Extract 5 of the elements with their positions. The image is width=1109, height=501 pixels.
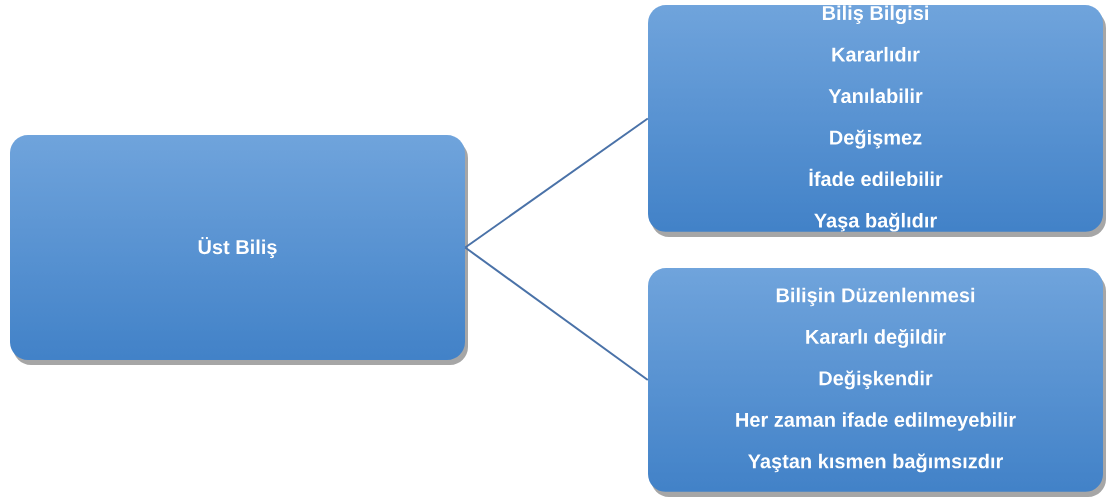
connector-line: [464, 117, 649, 249]
connector-line: [464, 246, 649, 381]
rounded-box: Biliş Bilgisi Kararlıdır Yanılabilir Değişmez İfade edilebilir Yaşa bağlıdır: [648, 5, 1106, 237]
rounded-box: Üst Biliş: [10, 135, 468, 365]
rounded-box: Bilişin Düzenlenmesi Kararlı değildir Değişkendir Her zaman ifade edilmeyebilir Yaştan kısmen bağımsızdır: [648, 268, 1106, 497]
